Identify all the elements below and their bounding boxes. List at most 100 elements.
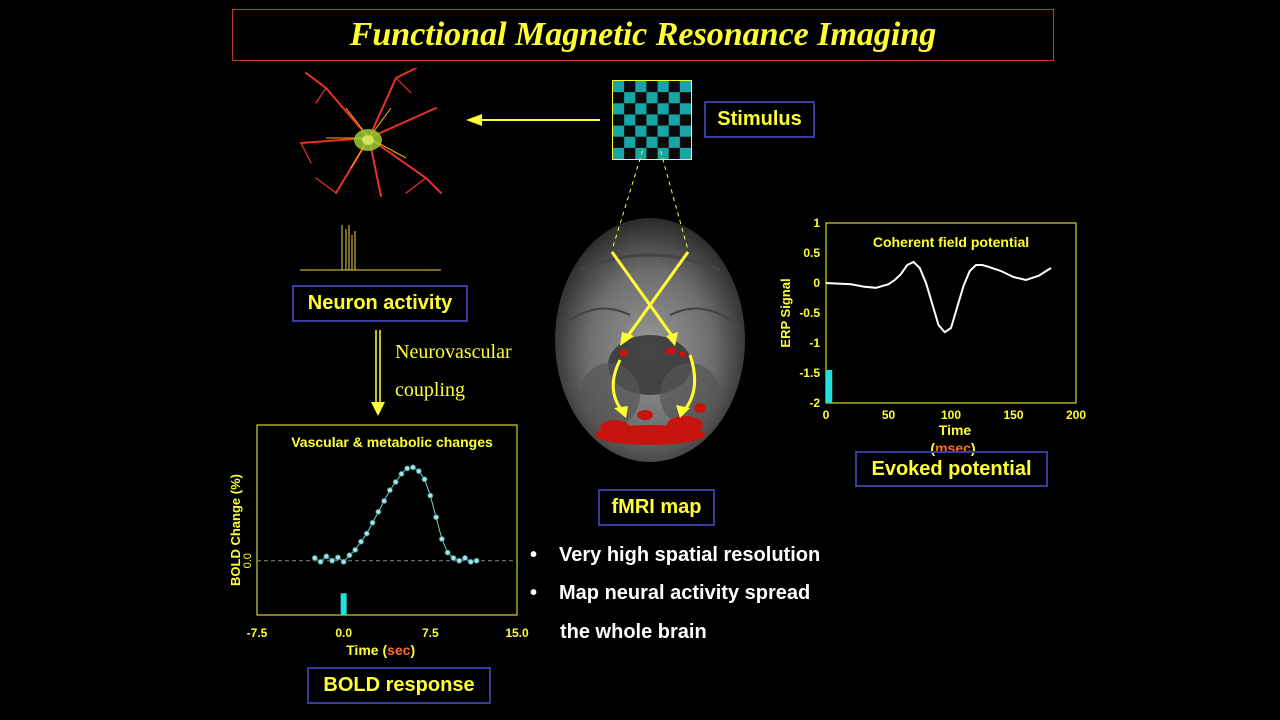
erp-title: Coherent field potential — [873, 234, 1029, 250]
bold-data-point — [461, 554, 468, 561]
checker-square — [646, 114, 658, 126]
checker-square — [657, 103, 670, 115]
stimulus-label: Stimulus — [704, 101, 815, 138]
checker-square — [668, 81, 681, 93]
brain-fmri-image — [555, 150, 745, 462]
checker-square — [624, 147, 636, 160]
checker-square — [657, 136, 670, 149]
neuron-activity-text: Neuron activity — [307, 292, 453, 314]
bold-data-point — [317, 558, 324, 565]
erp-xtick-label: 50 — [882, 408, 896, 422]
erp-xlabel: Time — [939, 422, 972, 438]
bullet-1: •Very high spatial resolution — [530, 544, 820, 567]
checker-square — [646, 125, 658, 138]
checker-square — [679, 125, 692, 138]
erp-ytick-label: -1 — [809, 336, 820, 350]
checker-square — [635, 136, 647, 149]
checker-square — [635, 125, 647, 138]
bold-data-point — [357, 538, 364, 545]
checker-square — [613, 103, 625, 115]
bold-data-point — [392, 479, 399, 486]
bold-xlabel: Time (sec) — [346, 642, 415, 658]
bold-xtick-label: 7.5 — [422, 626, 439, 640]
bold-ylabel: BOLD Change (%) — [228, 474, 243, 586]
title-box: Functional Magnetic Resonance Imaging — [232, 9, 1054, 61]
bold-data-point — [456, 557, 463, 564]
bold-data-point — [323, 553, 330, 560]
checker-square — [679, 114, 692, 126]
erp-ytick-label: -1.5 — [799, 366, 820, 380]
checker-square — [635, 147, 647, 160]
evoked-potential-text: Evoked potential — [871, 457, 1032, 480]
bold-data-point — [363, 530, 370, 537]
bold-data-point — [311, 554, 318, 561]
checker-square — [624, 81, 636, 93]
neuron-activity-label: Neuron activity — [292, 285, 468, 322]
bold-response-text: BOLD response — [323, 674, 475, 696]
erp-ytick-label: 1 — [813, 216, 820, 230]
fmri-map-text: fMRI map — [611, 496, 702, 518]
bold-data-point — [438, 536, 445, 543]
checker-square — [613, 147, 625, 160]
bold-data-point — [352, 546, 359, 553]
bold-data-point — [398, 470, 405, 477]
erp-unit-open: ( — [930, 440, 935, 456]
erp-stimulus-marker — [826, 370, 833, 403]
checkerboard-pattern — [613, 81, 692, 160]
checker-square — [635, 103, 647, 115]
bold-xlabel-text: Time ( — [346, 642, 387, 658]
erp-xtick-label: 200 — [1066, 408, 1086, 422]
coupling-text: coupling — [395, 379, 465, 401]
checker-square — [624, 136, 636, 149]
checker-square — [657, 114, 670, 126]
checker-square — [668, 103, 681, 115]
fmri-map-label: fMRI map — [598, 489, 715, 526]
checker-square — [668, 136, 681, 149]
neurovascular-arrow — [371, 330, 385, 416]
bold-data-point — [421, 476, 428, 483]
bullet-3-continuation: the whole brain — [560, 621, 707, 643]
checker-square — [668, 147, 681, 160]
checker-square — [646, 136, 658, 149]
bold-data-point — [444, 549, 451, 556]
checker-square — [613, 92, 625, 104]
erp-xtick-label: 100 — [941, 408, 961, 422]
checker-square — [624, 103, 636, 115]
checker-square — [679, 81, 692, 93]
checker-square — [646, 103, 658, 115]
bold-xtick-label: 0.0 — [335, 626, 352, 640]
checker-square — [646, 81, 658, 93]
checker-square — [613, 125, 625, 138]
checker-square — [679, 92, 692, 104]
bold-data-point — [381, 498, 388, 505]
bold-response-label: BOLD response — [307, 667, 491, 704]
bold-xtick-label: -7.5 — [247, 626, 268, 640]
bullet-2: •Map neural activity spread — [530, 582, 810, 605]
erp-ylabel: ERP Signal — [778, 278, 793, 347]
bold-data-point — [450, 554, 457, 561]
bold-ytick-zero: 0.0 — [242, 553, 254, 568]
bold-data-point — [404, 465, 411, 472]
spike-train — [300, 225, 441, 271]
checker-square — [635, 92, 647, 104]
checker-square — [624, 92, 636, 104]
bold-data-point — [415, 468, 422, 475]
bullet-text-1: Very high spatial resolution — [559, 544, 821, 566]
checker-square — [657, 92, 670, 104]
bold-data-point — [346, 552, 353, 559]
checker-square — [657, 147, 670, 160]
checker-square — [679, 103, 692, 115]
bold-xlabel-unit: sec — [387, 642, 411, 658]
checker-square — [635, 81, 647, 93]
checker-square — [646, 147, 658, 160]
stimulus-to-neuron-arrow — [466, 114, 600, 126]
bold-data-point — [369, 519, 376, 526]
bold-data-point — [427, 492, 434, 499]
erp-ytick-label: -2 — [809, 396, 820, 410]
bold-plot-frame — [256, 424, 518, 616]
bold-data-point — [433, 514, 440, 521]
neuron-image — [300, 68, 442, 197]
